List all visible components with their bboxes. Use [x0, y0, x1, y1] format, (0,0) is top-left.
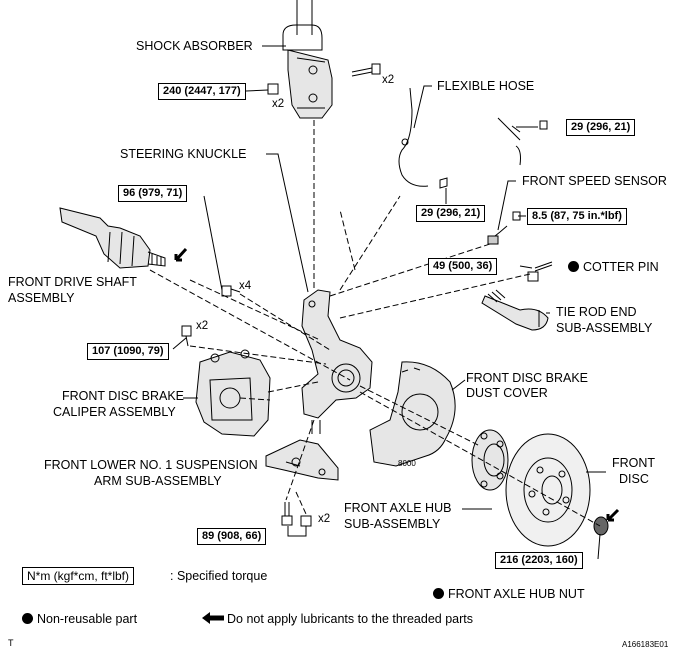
shock-bolt — [351, 63, 381, 77]
tie-rod-end-part — [481, 289, 549, 331]
cotter-pin-part — [527, 261, 553, 282]
torque-flexible-hose: 29 (296, 21) — [566, 119, 636, 136]
label-axle-hub-2: SUB-ASSEMBLY — [344, 517, 441, 531]
non-reusable-dot-icon — [22, 613, 33, 624]
torque-speed-sensor: 8.5 (87, 75 in.*lbf) — [527, 208, 627, 225]
label-tie-rod-end-1: TIE ROD END — [556, 305, 637, 319]
front-disc-part — [505, 433, 591, 547]
caliper-bolt — [181, 325, 192, 347]
dust-cover-part — [369, 361, 456, 467]
steering-knuckle-part — [301, 289, 373, 419]
label-axle-hub-1: FRONT AXLE HUB — [344, 501, 452, 515]
leader-lines — [172, 45, 606, 560]
corner-left-code: T — [8, 638, 14, 648]
label-front-disc-2: DISC — [619, 472, 649, 486]
corner-right-code: A166183E01 — [622, 640, 669, 649]
torque-hub-nut: 216 (2203, 160) — [495, 552, 583, 569]
label-dust-cover-1: FRONT DISC BRAKE — [466, 371, 589, 385]
flexible-hose-part — [398, 87, 548, 189]
mult-lower-arm: x2 — [318, 513, 331, 525]
torque-shock-bolt: 240 (2447, 177) — [158, 83, 246, 100]
legend-non-reusable-text: Non-reusable part — [37, 612, 138, 626]
lower-arm-part — [265, 420, 339, 481]
torque-hose-lower: 29 (296, 21) — [416, 205, 486, 222]
label-brake-caliper-2: CALIPER ASSEMBLY — [53, 405, 176, 419]
torque-drive-shaft: 96 (979, 71) — [118, 185, 188, 202]
torque-lower-arm: 89 (908, 66) — [197, 528, 267, 545]
label-brake-caliper-1: FRONT DISC BRAKE — [62, 389, 185, 403]
alignment-lines — [149, 120, 601, 527]
non-reusable-dot-icon — [433, 588, 444, 599]
part-marking: 8000 — [398, 459, 416, 468]
brake-caliper-part — [195, 349, 271, 437]
label-front-disc-1: FRONT — [612, 456, 656, 470]
non-reusable-dot-icon — [568, 261, 579, 272]
drive-shaft-bolt — [221, 285, 241, 297]
legend-no-lubricant: Do not apply lubricants to the threaded … — [202, 612, 473, 627]
label-lower-arm-2: ARM SUB-ASSEMBLY — [94, 474, 222, 488]
label-steering-knuckle: STEERING KNUCKLE — [120, 147, 247, 161]
front-axle-hub-part — [471, 429, 509, 491]
mult-shock-bolt: x2 — [382, 74, 395, 86]
shock-absorber-part — [282, 0, 333, 119]
lower-arm-bolt — [281, 502, 293, 526]
shock-nut — [267, 83, 279, 95]
mult-drive-shaft: x4 — [239, 280, 252, 292]
label-tie-rod-end-2: SUB-ASSEMBLY — [556, 321, 653, 335]
torque-tie-rod-nut: 49 (500, 36) — [428, 258, 498, 275]
label-lower-arm-1: FRONT LOWER NO. 1 SUSPENSION — [44, 458, 258, 472]
torque-caliper: 107 (1090, 79) — [87, 343, 169, 360]
label-front-drive-shaft-1: FRONT DRIVE SHAFT — [8, 275, 137, 289]
lower-arm-nut — [300, 515, 312, 527]
label-flexible-hose: FLEXIBLE HOSE — [437, 79, 535, 93]
axle-hub-nut-part — [593, 516, 609, 536]
front-speed-sensor-part — [487, 211, 521, 245]
mult-shock-nut: x2 — [272, 98, 285, 110]
label-shock-absorber: SHOCK ABSORBER — [136, 39, 253, 53]
label-front-drive-shaft-2: ASSEMBLY — [8, 291, 75, 305]
label-front-speed-sensor: FRONT SPEED SENSOR — [522, 174, 667, 188]
legend-no-lubricant-text: Do not apply lubricants to the threaded … — [227, 612, 473, 626]
front-drive-shaft-part — [59, 207, 166, 269]
legend-unit-desc: : Specified torque — [170, 569, 268, 583]
no-lubricant-arrow-icon — [202, 612, 224, 624]
label-dust-cover-2: DUST COVER — [466, 386, 548, 400]
mult-caliper: x2 — [196, 320, 209, 332]
cotter-pin-text: COTTER PIN — [583, 260, 659, 274]
label-axle-hub-nut: FRONT AXLE HUB NUT — [433, 587, 585, 602]
legend-unit-box: N*m (kgf*cm, ft*lbf) — [22, 567, 135, 585]
label-cotter-pin: COTTER PIN — [568, 260, 659, 275]
axle-hub-nut-text: FRONT AXLE HUB NUT — [448, 587, 585, 601]
legend-non-reusable: Non-reusable part — [22, 612, 137, 627]
